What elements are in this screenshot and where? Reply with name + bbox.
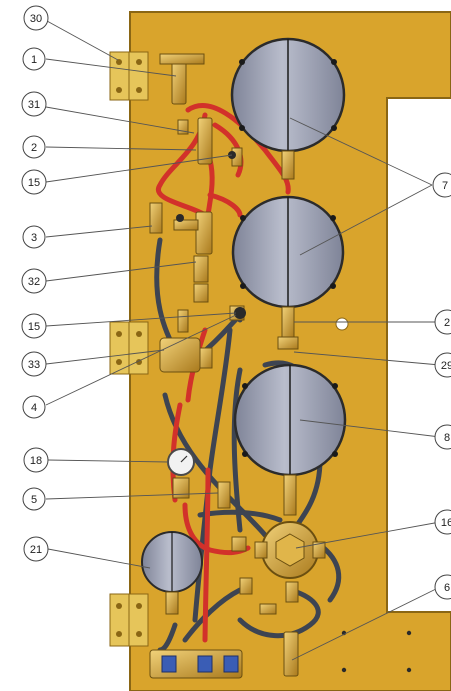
- callout-c4: 4: [22, 395, 46, 419]
- callout-label: 31: [28, 99, 40, 111]
- callout-circle: [23, 447, 49, 473]
- gauge-small: [141, 531, 203, 615]
- callout-label: 4: [31, 402, 37, 414]
- callout-circle: [23, 5, 49, 31]
- callout-label: 21: [30, 544, 42, 556]
- callout-circle: [22, 225, 46, 249]
- callouts: 30 1 31 2 15 3 32 15 33 4 18 5 21 7 2 29 8 16 6: [21, 5, 451, 600]
- panel-hole: [335, 317, 349, 331]
- callout-c18: 18: [23, 447, 49, 473]
- callout-circle: [21, 268, 47, 294]
- callout-label: 2: [31, 142, 37, 154]
- callout-circle: [434, 424, 451, 450]
- callout-c33: 33: [21, 351, 47, 377]
- callout-label: 1: [31, 54, 37, 66]
- callout-c31: 31: [21, 91, 47, 117]
- callout-label: 33: [28, 359, 40, 371]
- callout-circle: [434, 574, 451, 600]
- callout-c7: 7: [432, 172, 451, 198]
- callout-label: 18: [30, 455, 42, 467]
- callout-circle: [434, 352, 451, 378]
- callout-c2: 2: [22, 135, 46, 159]
- hinge-bottom: [109, 593, 149, 647]
- callout-c8: 8: [434, 424, 451, 450]
- callout-c16: 16: [434, 509, 451, 535]
- hinge-top: [109, 51, 149, 101]
- callout-circle: [22, 47, 46, 71]
- fittings: [149, 53, 299, 679]
- callout-label: 6: [444, 582, 450, 594]
- callout-circle: [432, 172, 451, 198]
- callout-c1: 1: [22, 47, 46, 71]
- callout-label: 5: [31, 494, 37, 506]
- callout-circle: [23, 536, 49, 562]
- callout-c29: 29: [434, 352, 451, 378]
- callout-circle: [21, 313, 47, 339]
- callout-circle: [21, 351, 47, 377]
- callout-label: 30: [30, 13, 42, 25]
- manifold-ports: [161, 655, 239, 673]
- callout-circle: [22, 135, 46, 159]
- callout-c15b: 15: [21, 313, 47, 339]
- callout-c21: 21: [23, 536, 49, 562]
- callout-label: 15: [28, 177, 40, 189]
- callout-label: 29: [441, 360, 451, 372]
- callout-c5: 5: [22, 487, 46, 511]
- callout-label: 3: [31, 232, 37, 244]
- regulator: [254, 521, 326, 579]
- callout-label: 8: [444, 432, 450, 444]
- callout-circle: [434, 309, 451, 335]
- callout-label: 32: [28, 276, 40, 288]
- callout-c6: 6: [434, 574, 451, 600]
- valve-knobs: [176, 151, 246, 319]
- callout-label: 16: [441, 517, 451, 529]
- callout-circle: [22, 487, 46, 511]
- callout-c30: 30: [23, 5, 49, 31]
- callout-label: 15: [28, 321, 40, 333]
- callout-label: 7: [442, 180, 448, 192]
- panel-screws: [341, 630, 412, 673]
- callout-c2r: 2: [434, 309, 451, 335]
- gauge-lower: [233, 363, 347, 516]
- leader-lines: [45, 20, 441, 661]
- callout-circle: [434, 509, 451, 535]
- gauge-top: [230, 37, 346, 180]
- callout-c3: 3: [22, 225, 46, 249]
- callout-circle: [22, 395, 46, 419]
- hinge-middle: [109, 321, 149, 375]
- callout-circle: [21, 169, 47, 195]
- gauge-middle: [231, 195, 345, 350]
- callout-label: 2: [444, 317, 450, 329]
- callout-circle: [21, 91, 47, 117]
- callout-c32: 32: [21, 268, 47, 294]
- callout-c15a: 15: [21, 169, 47, 195]
